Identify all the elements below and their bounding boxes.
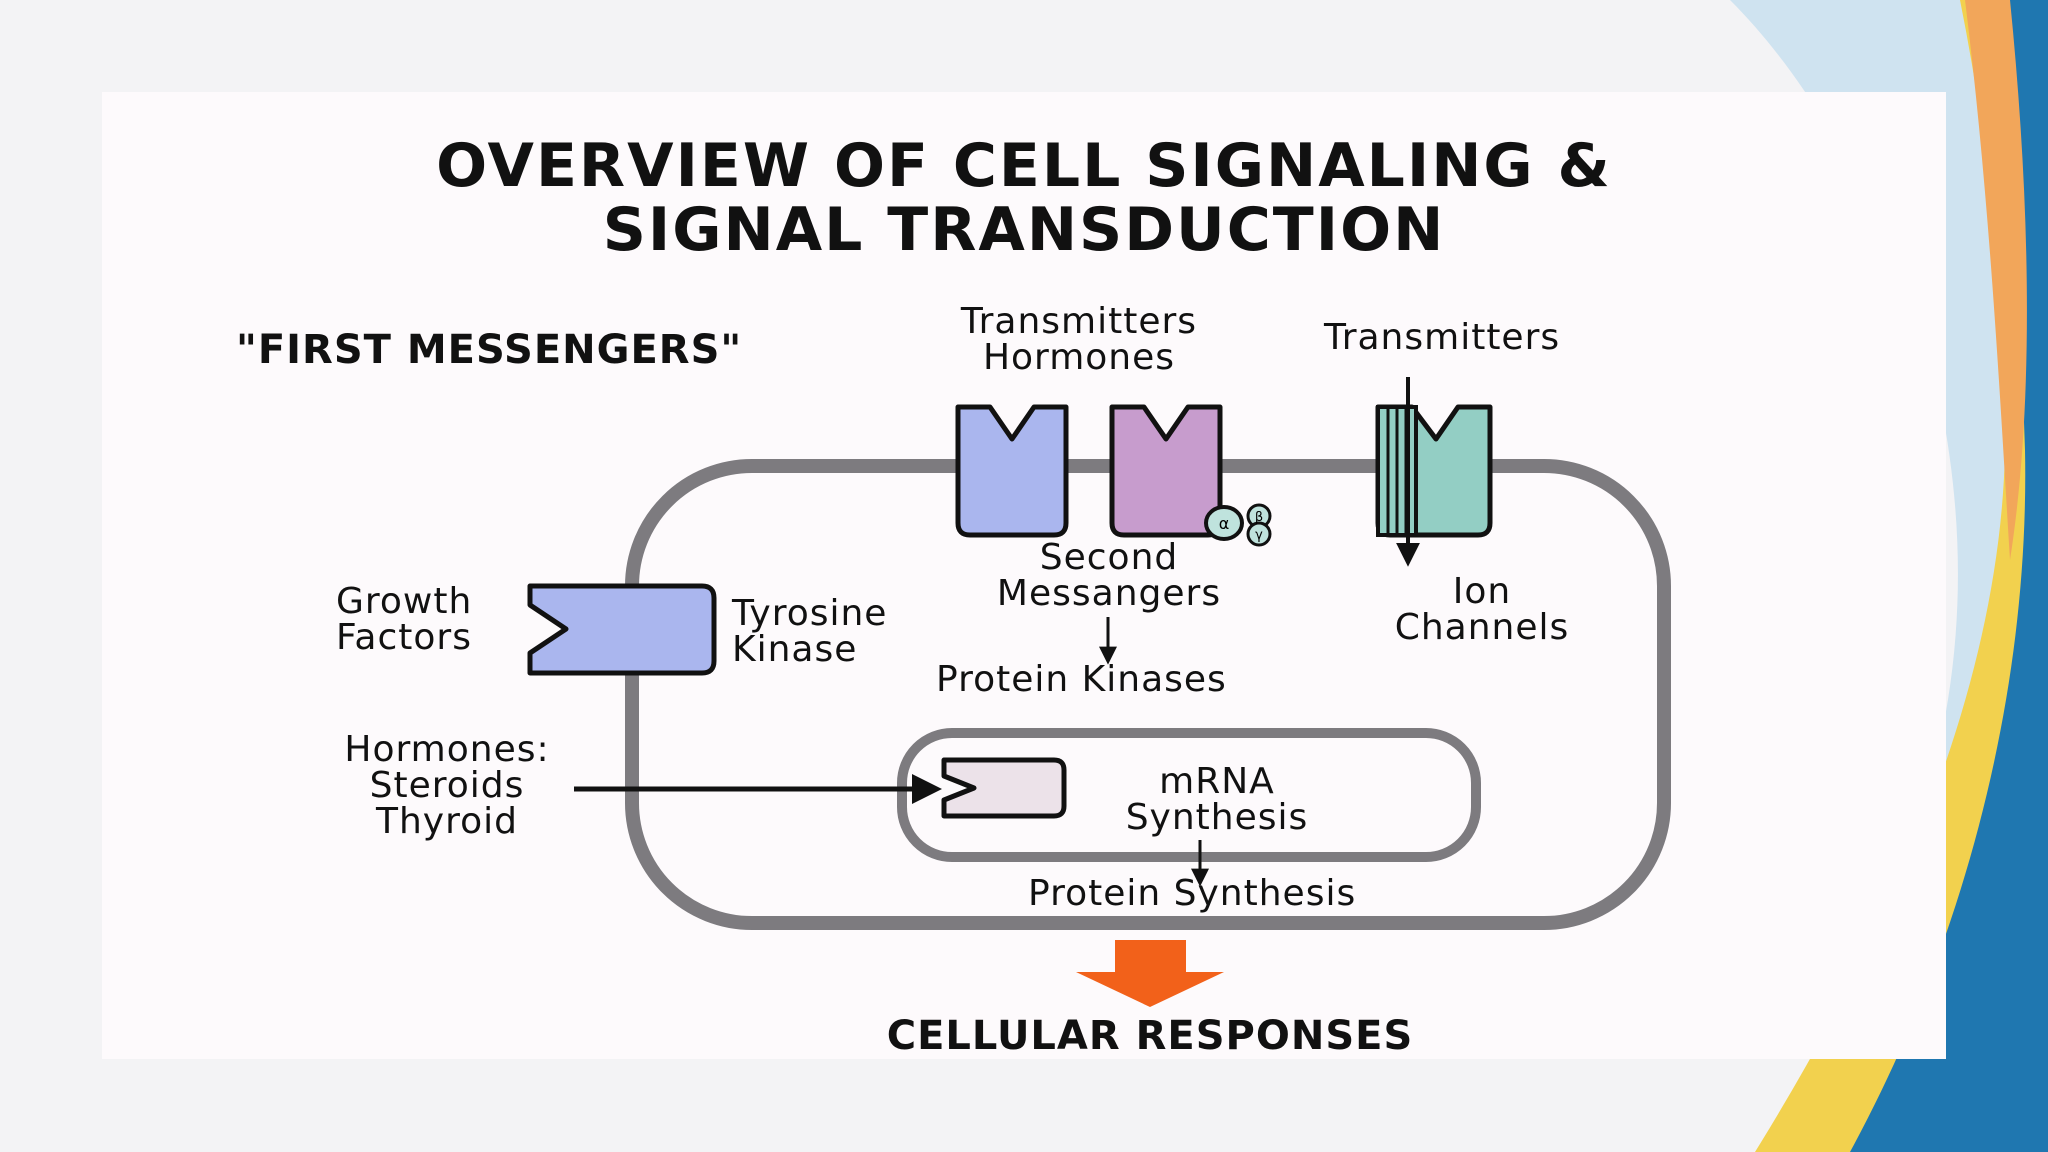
g-protein-icon: α β γ xyxy=(1204,503,1272,547)
label-growth-factors: Growth Factors xyxy=(336,581,473,658)
g-protein-alpha-icon xyxy=(1204,505,1244,541)
label-second-messengers: Second Messangers xyxy=(996,537,1222,614)
ion-channel-receptor xyxy=(1375,404,1493,538)
gpcr-receptor-blue xyxy=(955,404,1069,538)
label-ion-channels: Ion Channels xyxy=(1394,571,1570,648)
cellular-response-arrow xyxy=(1076,940,1224,1007)
orange-swoosh xyxy=(1965,0,2027,560)
tyrosine-kinase-receptor xyxy=(527,583,717,676)
g-protein-beta-label: β xyxy=(1255,510,1263,525)
slide: α β γ OVERVIEW OF CELL SIGNALING & SIGNA… xyxy=(102,92,1946,1059)
g-protein-gamma-icon xyxy=(1246,521,1272,547)
cellular-responses-heading: CELLULAR RESPONSES xyxy=(886,1013,1414,1059)
g-protein-gamma-label: γ xyxy=(1255,528,1263,543)
gpcr-receptor-purple xyxy=(1109,404,1223,538)
label-transmitters-hormones: Transmitters Hormones xyxy=(960,301,1198,378)
label-hormones-steroids-thyroid: Hormones: Steroids Thyroid xyxy=(344,729,550,842)
label-mrna-synthesis: mRNA Synthesis xyxy=(1125,761,1309,838)
first-messengers-heading: "FIRST MESSENGERS" xyxy=(236,327,743,373)
g-protein-alpha-label: α xyxy=(1219,514,1230,533)
label-protein-synthesis: Protein Synthesis xyxy=(1028,873,1357,914)
label-tyrosine-kinase: Tyrosine Kinase xyxy=(732,593,888,670)
label-protein-kinases: Protein Kinases xyxy=(936,659,1227,700)
nuclear-receptor xyxy=(941,757,1067,819)
signaling-diagram: α β γ xyxy=(527,377,1671,1007)
label-transmitters: Transmitters xyxy=(1324,317,1561,358)
slide-title: OVERVIEW OF CELL SIGNALING & SIGNAL TRAN… xyxy=(436,131,1612,265)
blue-swoosh xyxy=(1850,0,2048,1152)
nucleus xyxy=(897,728,1481,862)
